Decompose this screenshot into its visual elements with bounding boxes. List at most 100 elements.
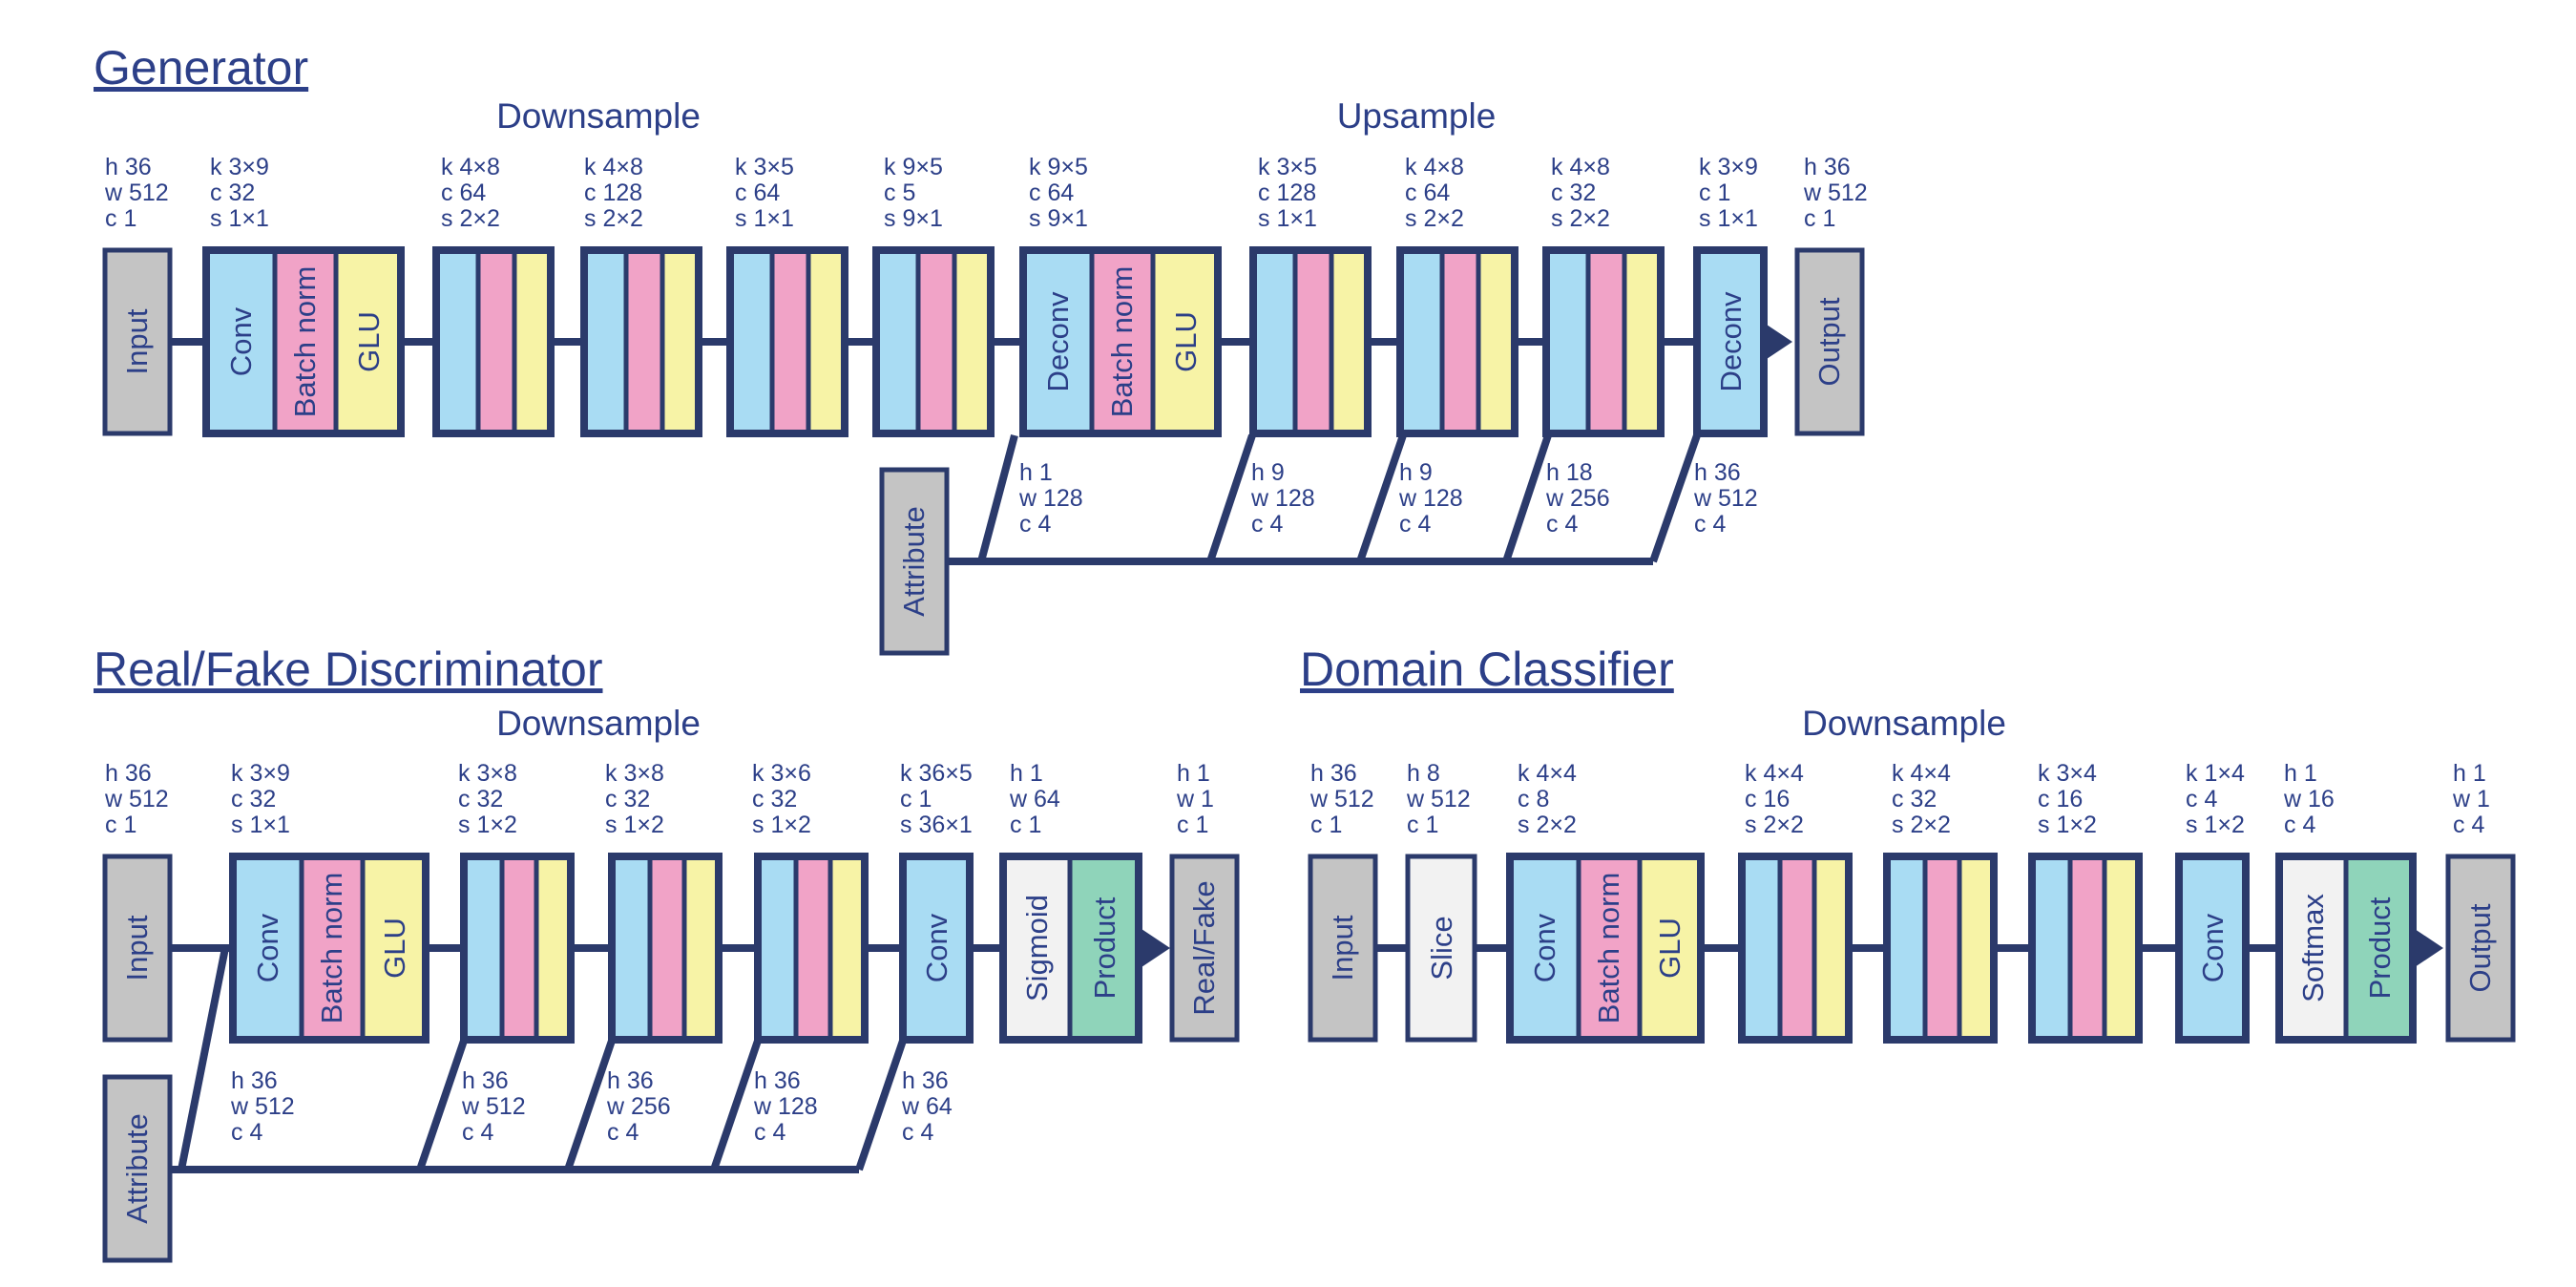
param-line: c 32 [605, 786, 650, 812]
param-line: w 256 [1545, 485, 1610, 512]
discriminator-down-block-1 [460, 853, 575, 1044]
discriminator-attribute-block: Attribute [102, 1074, 173, 1263]
domain-classifier-title: Domain Classifier [1300, 643, 1674, 696]
gen-param-9: k 4×8c 64s 2×2 [1405, 154, 1464, 232]
param-line: c 128 [584, 179, 642, 206]
param-line: c 128 [1258, 179, 1316, 206]
generator-upsample-label: Upsample [1337, 96, 1497, 136]
param-line: c 1 [1177, 812, 1208, 838]
discriminator-conv-block: Conv Batch norm GLU [229, 853, 429, 1044]
param-line: w 512 [461, 1093, 526, 1120]
param-line: w 64 [901, 1093, 953, 1120]
param-line: c 32 [752, 786, 797, 812]
param-line: c 64 [441, 179, 486, 206]
param-line: h 36 [231, 1067, 278, 1094]
param-line: c 4 [1251, 511, 1283, 538]
param-line: w 512 [1803, 179, 1868, 206]
discriminator-batchnorm-label: Batch norm [315, 873, 348, 1024]
classifier-input-label: Input [1326, 915, 1359, 981]
param-line: h 36 [1694, 459, 1741, 486]
param-line: k 3×8 [605, 760, 664, 787]
classifier-downsample-label: Downsample [1802, 704, 2006, 743]
param-line: c 1 [105, 812, 136, 838]
generator-output-label: Output [1812, 297, 1846, 386]
classifier-final-conv-block: Conv [2175, 853, 2250, 1044]
param-line: c 4 [902, 1119, 933, 1146]
param-line: c 4 [2453, 812, 2484, 838]
param-line: k 3×4 [2038, 760, 2097, 787]
generator-conv-block: Conv Batch norm GLU [202, 246, 405, 437]
param-line: k 3×9 [1699, 154, 1758, 180]
param-line: s 1×1 [1699, 205, 1758, 232]
generator-arrow-icon [1764, 323, 1792, 361]
param-line: c 4 [231, 1119, 262, 1146]
generator-final-deconv-block: Deconv [1693, 246, 1768, 437]
discriminator-diagram: Input Conv Batch norm GLU [102, 853, 1240, 1263]
param-line: c 1 [1010, 812, 1041, 838]
cls-param-6: k 3×4c 16s 1×2 [2038, 760, 2097, 838]
param-line: w 512 [1309, 786, 1374, 812]
generator-up-batchnorm-label: Batch norm [1105, 266, 1139, 418]
param-line: c 16 [2038, 786, 2083, 812]
classifier-glu-label: GLU [1653, 918, 1686, 979]
param-line: h 9 [1251, 459, 1285, 486]
param-line: k 9×5 [884, 154, 943, 180]
cls-param-3: k 4×4c 8s 2×2 [1518, 760, 1577, 838]
param-line: c 4 [1019, 511, 1051, 538]
discriminator-glu-label: GLU [378, 918, 411, 979]
generator-up-block-1 [1249, 246, 1372, 437]
param-line: w 16 [2283, 786, 2335, 812]
cls-param-9: h 1w 1c 4 [2452, 760, 2490, 838]
generator-down-block-3 [726, 246, 848, 437]
generator-up-block-2 [1396, 246, 1518, 437]
generator-downsample-label: Downsample [496, 96, 701, 136]
param-line: s 2×2 [441, 205, 500, 232]
gen-param-7: k 9×5c 64s 9×1 [1029, 154, 1088, 232]
param-line: k 4×4 [1892, 760, 1951, 787]
param-line: h 1 [1019, 459, 1053, 486]
disc-param-7: h 1w 64c 1 [1009, 760, 1060, 838]
disc-attr-param-5: h 36w 64c 4 [901, 1067, 953, 1146]
generator-attribute-block: Attribute [879, 467, 950, 656]
generator-up-glu-label: GLU [1169, 311, 1203, 372]
discriminator-final-conv-label: Conv [920, 913, 953, 982]
param-line: h 9 [1399, 459, 1433, 486]
param-line: s 2×2 [1551, 205, 1610, 232]
param-line: k 3×9 [231, 760, 290, 787]
param-line: h 8 [1407, 760, 1440, 787]
param-line: c 32 [210, 179, 255, 206]
classifier-softmax-product-block: Softmax Product [2275, 853, 2417, 1044]
classifier-conv-block: Conv Batch norm GLU [1506, 853, 1705, 1044]
param-line: c 8 [1518, 786, 1549, 812]
param-line: k 1×4 [2186, 760, 2245, 787]
param-line: w 1 [1176, 786, 1214, 812]
param-line: w 128 [1018, 485, 1083, 512]
param-line: s 2×2 [1518, 812, 1577, 838]
param-line: s 2×2 [584, 205, 643, 232]
classifier-batchnorm-label: Batch norm [1592, 873, 1625, 1024]
param-line: c 64 [735, 179, 780, 206]
param-line: s 2×2 [1405, 205, 1464, 232]
gen-param-3: k 4×8c 64s 2×2 [441, 154, 500, 232]
classifier-output-label: Output [2463, 903, 2497, 992]
param-line: w 512 [230, 1093, 295, 1120]
generator-input-label: Input [120, 308, 154, 374]
gen-param-2: k 3×9c 32s 1×1 [210, 154, 269, 232]
param-line: k 4×8 [1551, 154, 1610, 180]
generator-down-block-1 [432, 246, 555, 437]
gen-param-10: k 4×8c 32s 2×2 [1551, 154, 1610, 232]
param-line: k 4×4 [1745, 760, 1804, 787]
param-line: h 1 [2284, 760, 2317, 787]
discriminator-down-block-2 [608, 853, 723, 1044]
discriminator-downsample-label: Downsample [496, 704, 701, 743]
